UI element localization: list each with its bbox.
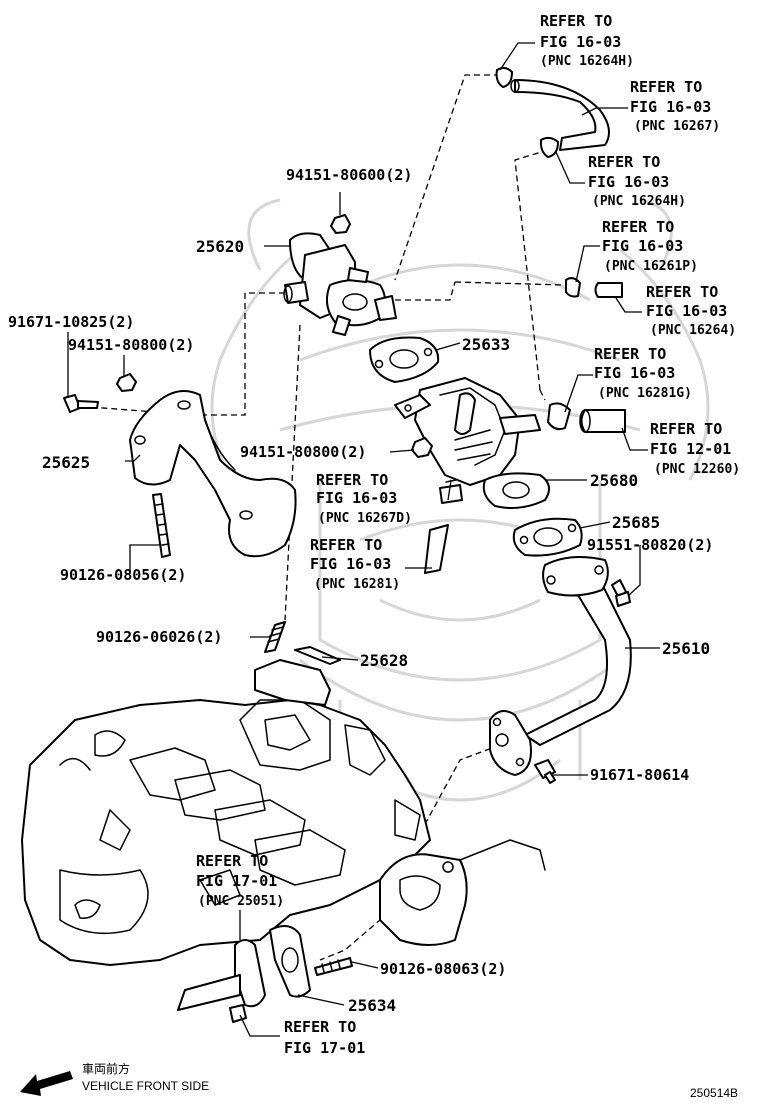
diagram-code: 250514B xyxy=(690,1086,738,1100)
svg-text:FIG 16-03: FIG 16-03 xyxy=(594,364,675,382)
arrow-left-down-icon xyxy=(20,1071,73,1096)
svg-text:FIG 16-03: FIG 16-03 xyxy=(646,302,727,320)
svg-text:REFER TO: REFER TO xyxy=(196,852,268,870)
hose-16267 xyxy=(495,66,610,158)
vehicle-front-label-en: VEHICLE FRONT SIDE xyxy=(82,1079,209,1093)
hose-16281 xyxy=(424,524,449,574)
svg-text:REFER TO: REFER TO xyxy=(284,1018,356,1036)
leader-lines xyxy=(67,42,660,1037)
ref-fig-17-01: REFER TO FIG 17-01 xyxy=(284,1018,365,1057)
svg-text:FIG 16-03: FIG 16-03 xyxy=(310,555,391,573)
bolt-label-90126-08063: 90126-08063(2) xyxy=(380,960,506,978)
svg-text:REFER TO: REFER TO xyxy=(594,345,666,363)
part-number-25628: 25628 xyxy=(360,651,408,670)
ref-16267: REFER TO FIG 16-03 (PNC 16267) xyxy=(630,78,720,134)
svg-text:REFER TO: REFER TO xyxy=(540,12,612,30)
part-number-25633: 25633 xyxy=(462,335,510,354)
svg-text:REFER TO: REFER TO xyxy=(650,420,722,438)
bolt-label-94151-80800-cooler: 94151-80800(2) xyxy=(240,443,366,461)
part-number-25685: 25685 xyxy=(612,513,660,532)
bolt-label-94151-80800-left: 94151-80800(2) xyxy=(68,336,194,354)
svg-text:REFER TO: REFER TO xyxy=(588,153,660,171)
svg-text:(PNC 16281): (PNC 16281) xyxy=(314,577,400,592)
vehicle-front-indicator: 車両前方 VEHICLE FRONT SIDE xyxy=(20,1061,209,1096)
exhaust-manifold xyxy=(379,839,546,946)
svg-text:REFER TO: REFER TO xyxy=(630,78,702,96)
gasket-25628-part xyxy=(254,646,341,706)
svg-text:FIG 17-01: FIG 17-01 xyxy=(196,872,277,890)
ref-16264h-top: REFER TO FIG 16-03 (PNC 16264H) xyxy=(540,12,634,69)
clamp-16267d xyxy=(439,479,463,504)
bolt-91671-80614 xyxy=(534,759,556,784)
svg-text:(PNC 16264H): (PNC 16264H) xyxy=(540,54,634,69)
ref-16264: REFER TO FIG 16-03 (PNC 16264) xyxy=(646,283,736,338)
hose-16281g xyxy=(547,402,626,433)
ref-16261p: REFER TO FIG 16-03 (PNC 16261P) xyxy=(602,218,698,274)
nut-94151-80600 xyxy=(330,214,351,234)
part-number-25610: 25610 xyxy=(662,639,710,658)
egr-pipe-25610 xyxy=(489,555,632,776)
gasket-25685 xyxy=(512,517,583,557)
part-number-25625: 25625 xyxy=(42,453,90,472)
front-pipe-25051 xyxy=(177,939,266,1023)
svg-text:(PNC 12260): (PNC 12260) xyxy=(654,462,740,477)
gasket-25634 xyxy=(269,925,311,998)
stud-90126-08063 xyxy=(314,957,353,976)
svg-text:(PNC 16281G): (PNC 16281G) xyxy=(598,386,692,401)
intake-manifold xyxy=(21,699,431,966)
part-number-25680: 25680 xyxy=(590,471,638,490)
egr-cooler-25680 xyxy=(394,377,550,509)
bolt-label-91551-80820: 91551-80820(2) xyxy=(587,536,713,554)
ref-16281: REFER TO FIG 16-03 (PNC 16281) xyxy=(310,536,400,592)
bolt-label-90126-08056: 90126-08056(2) xyxy=(60,566,186,584)
ref-25051: REFER TO FIG 17-01 (PNC 25051) xyxy=(196,852,284,909)
part-number-25620: 25620 xyxy=(196,237,244,256)
ref-16281g: REFER TO FIG 16-03 (PNC 16281G) xyxy=(594,345,692,401)
svg-text:FIG 16-03: FIG 16-03 xyxy=(316,489,397,507)
bolt-label-91671-80614: 91671-80614 xyxy=(590,766,689,784)
hose-16264 xyxy=(565,277,623,298)
ref-16264h-mid: REFER TO FIG 16-03 (PNC 16264H) xyxy=(588,153,686,209)
svg-text:FIG 17-01: FIG 17-01 xyxy=(284,1039,365,1057)
svg-text:FIG 16-03: FIG 16-03 xyxy=(540,33,621,51)
ref-16267d: REFER TO FIG 16-03 (PNC 16267D) xyxy=(316,471,412,526)
svg-text:FIG 12-01: FIG 12-01 xyxy=(650,440,731,458)
bolt-label-91671-10825: 91671-10825(2) xyxy=(8,313,134,331)
svg-text:(PNC 16267): (PNC 16267) xyxy=(634,119,720,134)
vehicle-front-label-jp: 車両前方 xyxy=(82,1061,130,1076)
svg-text:(PNC 16264): (PNC 16264) xyxy=(650,323,736,338)
svg-text:REFER TO: REFER TO xyxy=(310,536,382,554)
svg-text:(PNC 16261P): (PNC 16261P) xyxy=(604,259,698,274)
svg-text:FIG 16-03: FIG 16-03 xyxy=(630,98,711,116)
gasket-25633 xyxy=(369,336,440,383)
svg-text:REFER TO: REFER TO xyxy=(316,471,388,489)
bolt-label-94151-80600: 94151-80600(2) xyxy=(286,166,412,184)
svg-text:(PNC 25051): (PNC 25051) xyxy=(198,894,284,909)
nut-94151-80800 xyxy=(116,373,137,392)
bolt-91671-10825 xyxy=(63,394,99,413)
svg-text:(PNC 16267D): (PNC 16267D) xyxy=(318,511,412,526)
svg-text:FIG 16-03: FIG 16-03 xyxy=(602,237,683,255)
bolt-91551-80820 xyxy=(611,579,631,607)
stud-90126-06026 xyxy=(264,621,286,653)
stud-90126-08056 xyxy=(152,493,171,558)
bracket-25625 xyxy=(129,390,297,558)
svg-text:(PNC 16264H): (PNC 16264H) xyxy=(592,194,686,209)
svg-text:REFER TO: REFER TO xyxy=(646,283,718,301)
egr-valve-25620 xyxy=(283,232,397,336)
svg-text:REFER TO: REFER TO xyxy=(602,218,674,236)
bolt-label-90126-06026: 90126-06026(2) xyxy=(96,628,222,646)
ref-12260: REFER TO FIG 12-01 (PNC 12260) xyxy=(650,420,740,477)
svg-text:FIG 16-03: FIG 16-03 xyxy=(588,173,669,191)
part-number-25634: 25634 xyxy=(348,996,396,1015)
